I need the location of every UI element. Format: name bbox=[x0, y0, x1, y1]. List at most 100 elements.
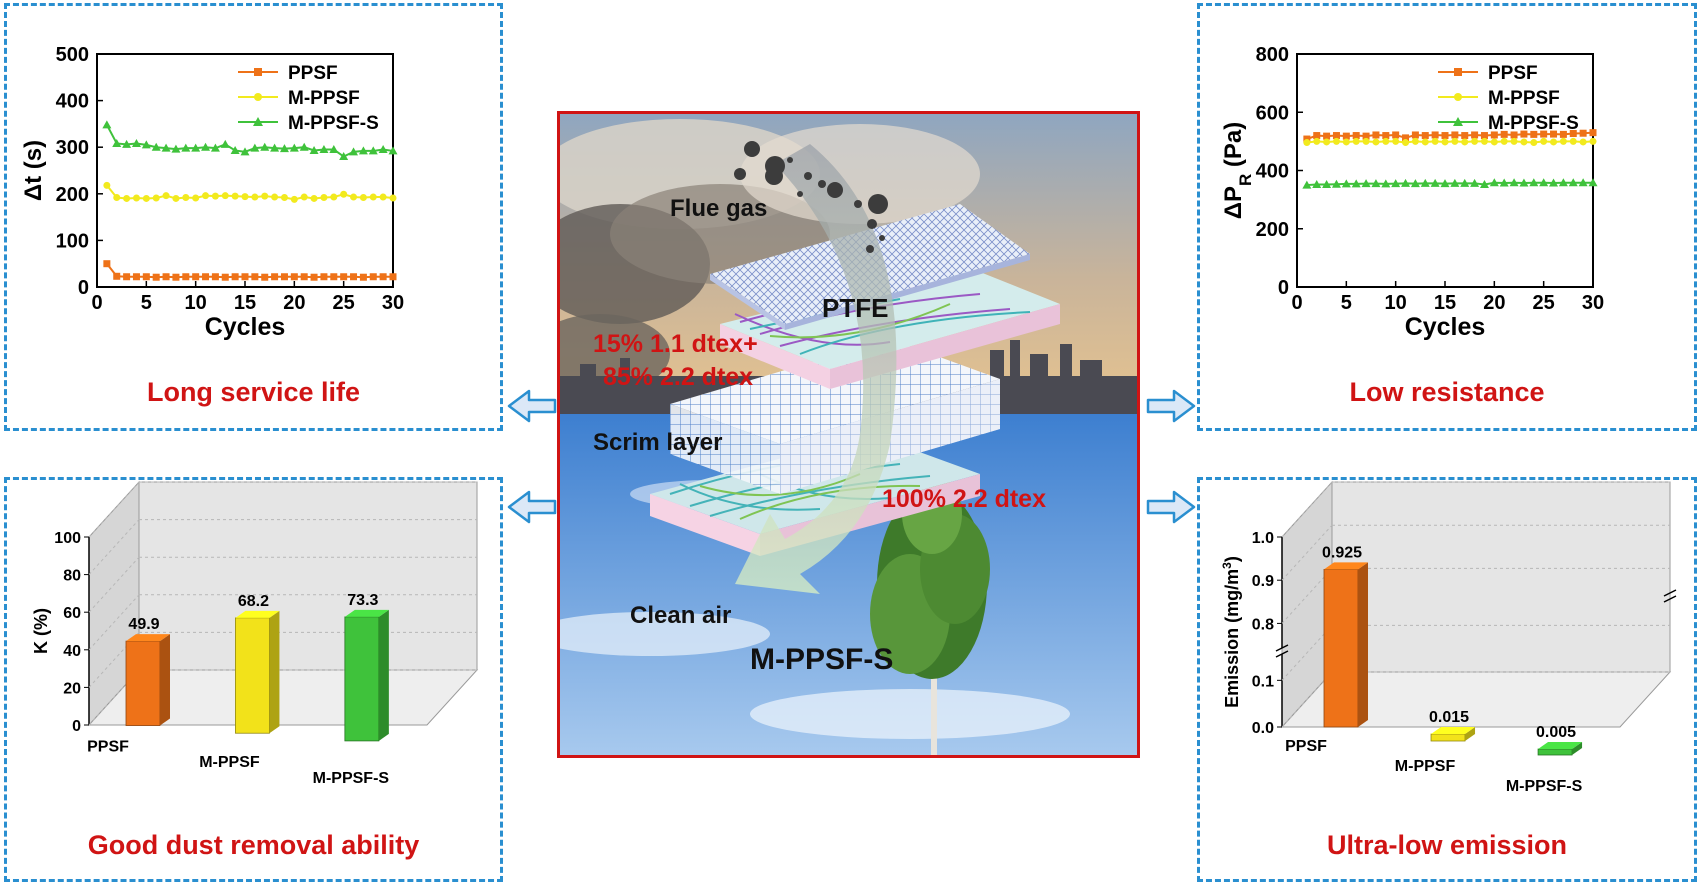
data-point bbox=[1480, 137, 1488, 145]
data-point bbox=[1372, 131, 1380, 139]
data-point bbox=[152, 194, 160, 202]
data-point bbox=[1323, 132, 1331, 140]
data-point bbox=[192, 194, 200, 202]
data-point bbox=[1539, 178, 1549, 187]
data-point bbox=[1332, 132, 1340, 140]
data-point bbox=[379, 193, 387, 201]
y-tick-label: 100 bbox=[54, 530, 81, 547]
caption-service-life: Long service life bbox=[146, 377, 361, 407]
data-point bbox=[1392, 131, 1400, 139]
y-tick-label: 800 bbox=[1256, 44, 1289, 66]
data-point bbox=[1313, 132, 1321, 140]
data-point bbox=[1342, 132, 1350, 140]
label-clean-air: Clean air bbox=[630, 602, 731, 629]
data-point bbox=[1322, 179, 1332, 188]
data-point bbox=[142, 273, 150, 281]
data-point bbox=[340, 273, 348, 281]
data-point bbox=[358, 146, 368, 155]
legend-marker bbox=[1453, 117, 1463, 126]
x-tick-label: PPSF bbox=[1285, 738, 1327, 755]
data-point bbox=[1441, 132, 1449, 140]
data-point bbox=[123, 194, 131, 202]
data-point bbox=[1352, 137, 1360, 145]
data-point bbox=[151, 142, 161, 151]
data-point bbox=[1332, 137, 1340, 145]
data-point bbox=[290, 273, 298, 281]
y-tick-label: 300 bbox=[56, 137, 89, 159]
y-axis-label: ΔPR (Pa) bbox=[1220, 122, 1255, 220]
data-point bbox=[1391, 179, 1401, 188]
arrow-to-emission-icon bbox=[1146, 490, 1196, 524]
legend-marker bbox=[254, 93, 262, 101]
y-tick-label: 0 bbox=[72, 718, 81, 735]
data-point bbox=[1362, 137, 1370, 145]
legend-marker bbox=[1454, 68, 1462, 76]
legend-label: M-PPSF bbox=[288, 88, 360, 109]
data-point bbox=[1500, 137, 1508, 145]
arrow-to-service-life-icon bbox=[507, 389, 557, 423]
data-point bbox=[280, 273, 288, 281]
data-label: 0.015 bbox=[1429, 709, 1469, 726]
data-point bbox=[1509, 178, 1519, 187]
data-point bbox=[300, 273, 308, 281]
x-tick-label: 15 bbox=[234, 292, 256, 314]
grid-line bbox=[88, 556, 140, 613]
y-tick-label: 40 bbox=[63, 643, 81, 660]
y-tick-label: 60 bbox=[63, 605, 81, 622]
data-point bbox=[1420, 178, 1430, 187]
data-point bbox=[202, 192, 210, 200]
y-tick-label: 400 bbox=[1256, 161, 1289, 183]
y-tick-label: 0.0 bbox=[1252, 720, 1274, 737]
data-point bbox=[231, 273, 239, 281]
data-point bbox=[388, 146, 398, 155]
filter-illustration: Flue gas PTFE 15% 1.1 dtex+ 85% 2.2 dtex… bbox=[557, 111, 1140, 758]
data-point bbox=[1559, 130, 1567, 138]
data-point bbox=[162, 273, 170, 281]
data-point bbox=[359, 194, 367, 202]
series-ppsf bbox=[103, 260, 397, 281]
x-tick-label: 0 bbox=[91, 292, 102, 314]
data-point bbox=[211, 273, 219, 281]
data-point bbox=[1471, 137, 1479, 145]
data-point bbox=[181, 143, 191, 152]
series-m-ppsf bbox=[1303, 137, 1597, 147]
bar-m-ppsf bbox=[1430, 727, 1476, 742]
grid-line bbox=[88, 519, 140, 575]
data-point bbox=[1451, 131, 1459, 139]
y-tick-label: 200 bbox=[1256, 219, 1289, 241]
x-tick-label: M-PPSF bbox=[1395, 758, 1456, 775]
data-point bbox=[330, 193, 338, 201]
y-tick-label: 200 bbox=[56, 184, 89, 206]
x-tick-label: 20 bbox=[283, 292, 305, 314]
data-point bbox=[359, 273, 367, 281]
x-tick-label: 10 bbox=[1385, 292, 1407, 314]
data-point bbox=[1313, 137, 1321, 145]
data-point bbox=[250, 143, 260, 152]
x-tick-label: 25 bbox=[1533, 292, 1555, 314]
data-point bbox=[1381, 179, 1391, 188]
data-point bbox=[1499, 178, 1509, 187]
y-tick-label: 1.0 bbox=[1252, 530, 1274, 547]
data-point bbox=[122, 139, 132, 148]
data-point bbox=[1382, 137, 1390, 145]
x-tick-label: 5 bbox=[1341, 292, 1352, 314]
caption-dust-removal: Good dust removal ability bbox=[87, 830, 420, 860]
data-point bbox=[1519, 178, 1529, 187]
data-point bbox=[1470, 178, 1480, 187]
data-point bbox=[340, 190, 348, 198]
axis-break-right-icon bbox=[1663, 589, 1677, 603]
data-point bbox=[131, 138, 141, 147]
grid-line bbox=[88, 594, 140, 651]
data-point bbox=[251, 273, 259, 281]
legend-label: PPSF bbox=[288, 63, 338, 84]
x-axis-label: Cycles bbox=[1405, 313, 1486, 341]
data-point bbox=[320, 194, 328, 202]
data-point bbox=[1490, 138, 1498, 146]
x-tick-label: 10 bbox=[185, 292, 207, 314]
y-axis-label: K (%) bbox=[31, 608, 51, 654]
data-point bbox=[1510, 137, 1518, 145]
y-tick-label: 500 bbox=[56, 44, 89, 66]
data-point bbox=[1578, 178, 1588, 187]
x-tick-label: 30 bbox=[382, 292, 404, 314]
